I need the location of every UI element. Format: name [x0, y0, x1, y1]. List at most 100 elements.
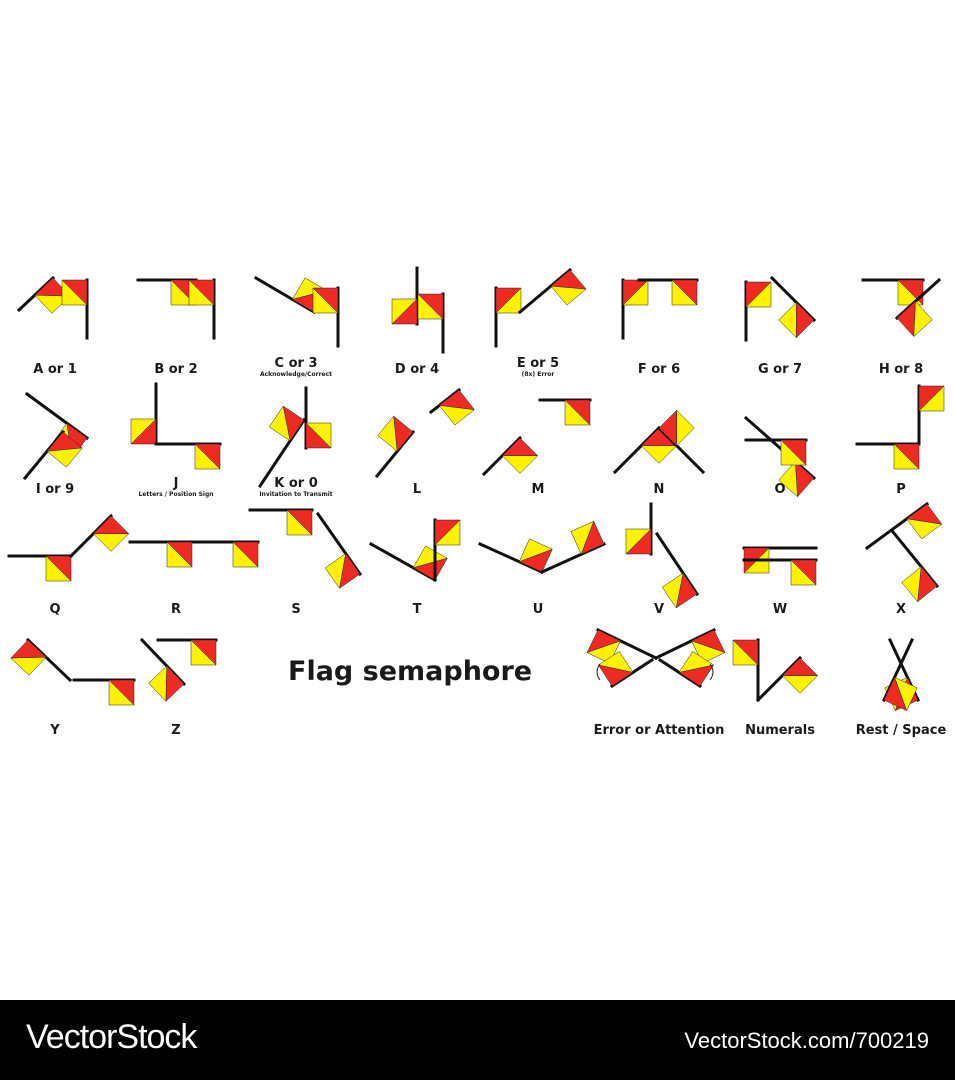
signal-label: M — [531, 482, 545, 497]
signal-label: R — [170, 602, 182, 617]
signal-figure — [743, 415, 817, 498]
signal-figure — [625, 502, 700, 609]
flag-yellow-half — [312, 287, 339, 314]
flag-yellow-half — [570, 520, 595, 555]
flag-yellow-half — [906, 518, 943, 540]
signal-figure-numerals — [732, 638, 819, 703]
signal-figure-z — [139, 637, 218, 702]
flag-yellow-half — [190, 639, 217, 666]
flag-yellow-half — [438, 405, 476, 426]
flag-yellow-half — [781, 675, 819, 694]
flag-yellow-half — [901, 566, 922, 603]
flag-yellow-half — [108, 679, 135, 706]
flag-yellow-half — [377, 415, 398, 452]
flag-yellow-half — [130, 418, 157, 445]
signal-label: E or 5 — [516, 356, 560, 371]
signal-figure — [248, 508, 363, 589]
flag-yellow-half — [495, 287, 522, 314]
signal-label: N — [653, 482, 665, 497]
signal-figure — [257, 386, 332, 489]
flag-yellow-half — [148, 665, 167, 702]
signal-figure — [136, 278, 216, 340]
signal-label: F or 6 — [637, 362, 681, 377]
signal-figure — [612, 409, 706, 475]
image-credit: VectorStock.com/700219 — [684, 1028, 929, 1053]
flag-yellow-half — [166, 541, 193, 568]
flag-yellow-half — [913, 300, 933, 338]
flag-yellow-half — [61, 279, 88, 306]
signal-figure — [861, 277, 942, 338]
flag-yellow-half — [780, 439, 807, 466]
flag-yellow-half — [45, 555, 72, 582]
flag-yellow-half — [501, 455, 539, 474]
signal-figure — [374, 387, 476, 479]
brand-logo: VectorStock — [26, 1018, 197, 1056]
signal-figure — [368, 518, 461, 583]
flag-yellow-half — [188, 279, 215, 306]
flag-red-half — [896, 300, 916, 338]
signal-label: S — [291, 602, 301, 617]
chart-title: Flag semaphore — [288, 656, 533, 687]
semaphore-chart — [7, 266, 945, 712]
flag-yellow-half — [286, 509, 313, 536]
signal-label: Q — [49, 602, 61, 617]
signal-label: X — [895, 602, 907, 617]
flag-yellow-half — [291, 277, 328, 300]
flag-yellow-half — [34, 294, 71, 314]
footer-bar: VectorStock VectorStock.com/700219 — [0, 1000, 955, 1080]
flag-yellow-half — [732, 639, 759, 666]
signal-label: T — [412, 602, 422, 617]
signal-label: V — [653, 602, 665, 617]
signal-label: B or 2 — [154, 362, 198, 377]
flag-yellow-half — [778, 301, 797, 339]
signal-label: D or 4 — [394, 362, 440, 377]
signal-label: H or 8 — [878, 362, 924, 377]
flag-red-half — [92, 515, 130, 534]
flag-yellow-half — [194, 443, 221, 470]
signal-figure-rest — [882, 638, 920, 712]
signal-figure — [744, 275, 817, 342]
flag-yellow-half — [676, 409, 695, 447]
signal-label: P — [896, 482, 906, 497]
flag-yellow-half — [918, 385, 945, 412]
signal-figure — [130, 382, 222, 470]
flag-red-half — [795, 460, 815, 498]
signal-label: Rest / Space — [855, 723, 947, 738]
flag-yellow-half — [661, 572, 684, 609]
signal-label: W — [772, 602, 788, 617]
signal-label: L — [412, 482, 422, 497]
signal-sublabel: Invitation to Transmit — [259, 491, 333, 498]
flag-red-half — [550, 269, 587, 290]
signal-label: A or 1 — [33, 362, 77, 377]
flag-yellow-half — [434, 519, 461, 546]
signal-sublabel: (8x) Error — [521, 371, 555, 378]
flag-yellow-half — [46, 447, 83, 468]
flag-yellow-half — [778, 460, 798, 498]
flag-yellow-half — [564, 399, 591, 426]
signal-figure — [22, 391, 90, 481]
flag-yellow-half — [893, 443, 920, 470]
signal-label: Numerals — [745, 723, 815, 738]
signal-figure — [478, 520, 606, 574]
flag-yellow-half — [622, 279, 649, 306]
signal-label: Z — [171, 723, 181, 738]
signal-figure — [621, 278, 699, 340]
flag-yellow-half — [640, 445, 678, 464]
signal-figure-error — [586, 627, 726, 689]
flag-yellow-half — [671, 279, 698, 306]
flag-yellow-half — [745, 281, 772, 308]
signal-label: C or 3 — [274, 356, 318, 371]
flag-red-half — [165, 665, 185, 702]
flag-yellow-half — [894, 676, 918, 712]
signal-sublabel: Acknowledge/Correct — [259, 371, 333, 378]
flag-red-half — [781, 657, 819, 676]
signal-figure — [253, 275, 340, 348]
flag-yellow-half — [550, 285, 587, 306]
signal-label: Error or Attention — [593, 723, 725, 738]
signal-label: J — [173, 476, 179, 491]
signal-figure — [481, 398, 592, 477]
signal-label: I or 9 — [35, 482, 75, 497]
flag-yellow-half — [305, 422, 332, 449]
flag-yellow-half — [518, 538, 553, 563]
flag-yellow-half — [391, 298, 418, 325]
